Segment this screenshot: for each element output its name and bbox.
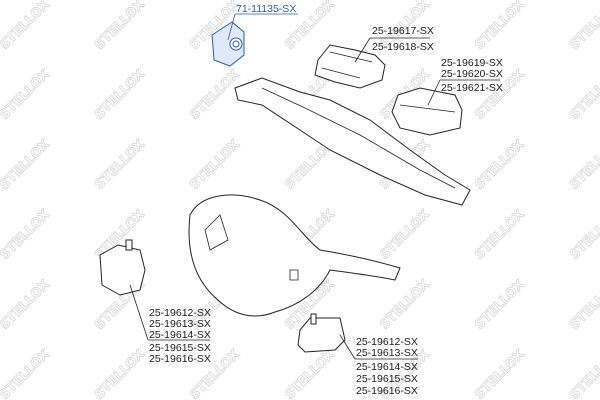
watermark-text: STELLOX [0,207,53,263]
part-label[interactable]: 25-19615-SX [356,373,418,385]
leader-25-19617 [354,37,430,63]
crossmember-rib [261,87,456,189]
part-label[interactable]: 25-19613-SX [149,318,211,330]
leader-left [129,284,210,341]
watermark-text: STELLOX [567,0,600,53]
watermark-text: STELLOX [0,347,53,400]
part-label[interactable]: 25-19612-SX [149,307,211,319]
leader-25-19619 [427,79,500,106]
watermark-text: STELLOX [92,137,148,193]
watermark-text: STELLOX [567,347,600,400]
engine-detail [204,214,299,281]
part-label[interactable]: 25-19620-SX [441,68,503,80]
watermark-text: STELLOX [567,137,600,193]
watermark-text: STELLOX [92,347,148,400]
watermark-text: STELLOX [0,277,53,333]
watermark-text: STELLOX [567,277,600,333]
part-label[interactable]: 25-19619-SX [441,57,503,69]
watermark-text: STELLOX [377,277,433,333]
mount-25-19612-left [99,239,146,296]
watermark-text: STELLOX [282,347,338,400]
engine-outline [188,194,401,317]
part-label[interactable]: 25-19614-SX [149,329,211,341]
part-label[interactable]: 25-19617-SX [372,25,434,37]
part-label[interactable]: 25-19615-SX [149,342,211,354]
part-label[interactable]: 25-19618-SX [372,41,434,53]
watermark-text: STELLOX [472,207,528,263]
watermark-text: STELLOX [472,137,528,193]
watermark-text: STELLOX [472,277,528,333]
mount-25-19619 [391,87,463,136]
part-label[interactable]: 25-19616-SX [356,385,418,397]
part-label[interactable]: 25-19614-SX [356,361,418,373]
watermark-text: STELLOX [567,67,600,123]
mount-25-19617 [314,44,386,89]
watermark-text: STELLOX [472,0,528,53]
part-label[interactable]: 25-19616-SX [149,353,211,365]
watermark-text: STELLOX [187,67,243,123]
watermark-text: STELLOX [187,137,243,193]
part-label-71-11135[interactable]: 71-11135-SX [236,3,296,15]
leader-71-11135 [227,13,298,41]
part-label[interactable]: 25-19621-SX [441,82,503,94]
watermark-text: STELLOX [0,0,53,53]
watermark-text: STELLOX [92,0,148,53]
part-label[interactable]: 25-19612-SX [356,336,418,348]
engine-mount-71-11135 [211,21,245,67]
watermark-text: STELLOX [0,67,53,123]
watermark-text: STELLOX [567,207,600,263]
watermark-text: STELLOX [472,347,528,400]
part-label[interactable]: 25-19613-SX [356,347,418,359]
watermark-text: STELLOX [92,67,148,123]
crossmember [234,77,471,206]
leader-bottom-right [339,334,418,360]
watermark-text: STELLOX [377,207,433,263]
mount-25-19612-bottom [297,313,346,353]
watermark-text: STELLOX [0,137,53,193]
